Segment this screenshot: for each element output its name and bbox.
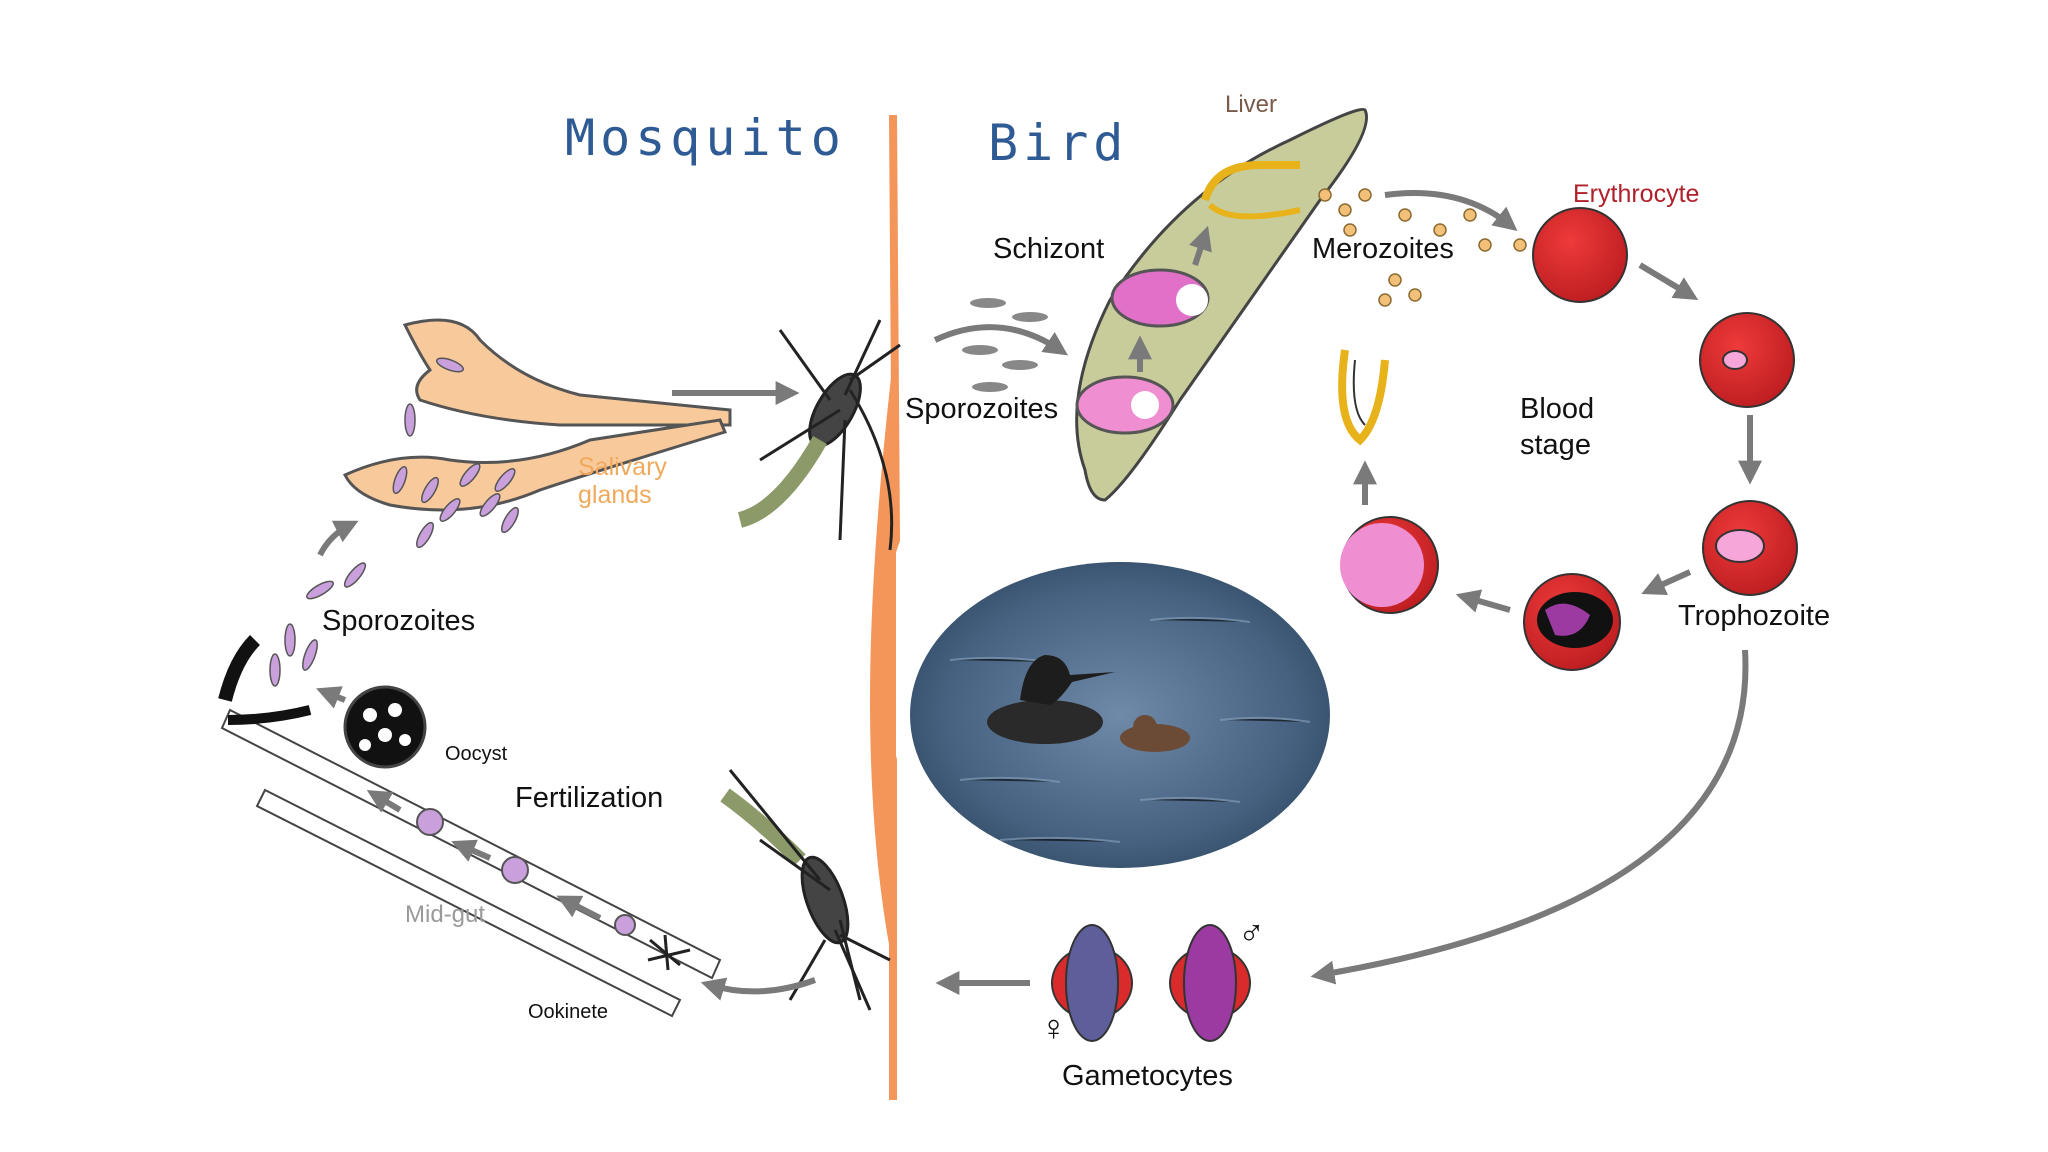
- arrow-midgut-2: [451, 839, 492, 862]
- label-sporozoites-mosquito: Sporozoites: [322, 605, 475, 637]
- arrow-merozoites-to-rbc: [1384, 190, 1518, 231]
- label-oocyst: Oocyst: [445, 743, 508, 765]
- title-bird: Bird: [988, 114, 1128, 172]
- male-symbol: ♂: [1238, 912, 1265, 953]
- erythrocyte-icon: [1532, 207, 1628, 303]
- arrow-midgut-3: [366, 790, 402, 813]
- sporozoites-in-glands: [392, 357, 519, 549]
- oocyst-icon: [343, 685, 427, 769]
- gametocyte-male: [1169, 924, 1251, 1042]
- label-salivary-line1: Salivary: [578, 453, 667, 481]
- sporozoite-group-bird: [962, 298, 1048, 392]
- mosquito-icon-upper: [737, 319, 901, 551]
- late-trophozoite-rbc: [1523, 573, 1621, 671]
- arrow-mosquito-to-midgut: [700, 977, 817, 1001]
- ring-stage-rbc: [1699, 312, 1795, 408]
- label-merozoites: Merozoites: [1312, 233, 1454, 265]
- arrow-trophozoite-to-gametocytes: [1310, 649, 1749, 985]
- salivary-gland-icon: [342, 318, 732, 512]
- mosquito-icon-lower: [720, 769, 891, 1011]
- label-gametocytes: Gametocytes: [1062, 1060, 1233, 1092]
- merozoite-dots: [1318, 188, 1527, 307]
- label-liver: Liver: [1225, 91, 1277, 118]
- liver-icon: [1075, 107, 1368, 502]
- rupturing-rbc: [1338, 349, 1389, 446]
- label-trophozoite: Trophozoite: [1678, 600, 1830, 632]
- label-blood-stage-line1: Blood: [1520, 393, 1594, 425]
- label-sporozoites-bird: Sporozoites: [905, 393, 1058, 425]
- fertilization-gametes: [647, 934, 691, 971]
- arrow-midgut-1: [556, 895, 602, 921]
- arrow-rbc-3: [1641, 569, 1692, 596]
- skin-surface: [870, 360, 896, 950]
- label-salivary-line2: glands: [578, 481, 652, 509]
- schizont-rbc: [1340, 516, 1439, 614]
- sporozoites-mosquito-group: [269, 562, 367, 687]
- female-symbol: ♀: [1040, 1007, 1067, 1048]
- label-fertilization: Fertilization: [515, 782, 663, 814]
- arrow-sporozoites-to-glands: [317, 520, 359, 557]
- label-schizont: Schizont: [993, 233, 1104, 265]
- title-mosquito: Mosquito: [565, 109, 846, 167]
- loon-photo: [910, 562, 1330, 868]
- trophozoite-rbc: [1702, 500, 1798, 596]
- gametocyte-female: [1051, 924, 1133, 1042]
- arrow-rbc-4: [1455, 589, 1511, 613]
- midgut-icon: [218, 635, 722, 1018]
- label-midgut: Mid-gut: [405, 901, 485, 928]
- zygote-stages: [416, 808, 636, 936]
- label-erythrocyte: Erythrocyte: [1573, 180, 1699, 208]
- arrow-proboscis-to-liver: [933, 324, 1068, 356]
- arrow-rbc-1: [1638, 262, 1699, 300]
- label-blood-stage-line2: stage: [1520, 429, 1591, 461]
- label-ookinete: Ookinete: [528, 1001, 608, 1023]
- arrow-oocyst-to-sporozoites: [316, 686, 347, 709]
